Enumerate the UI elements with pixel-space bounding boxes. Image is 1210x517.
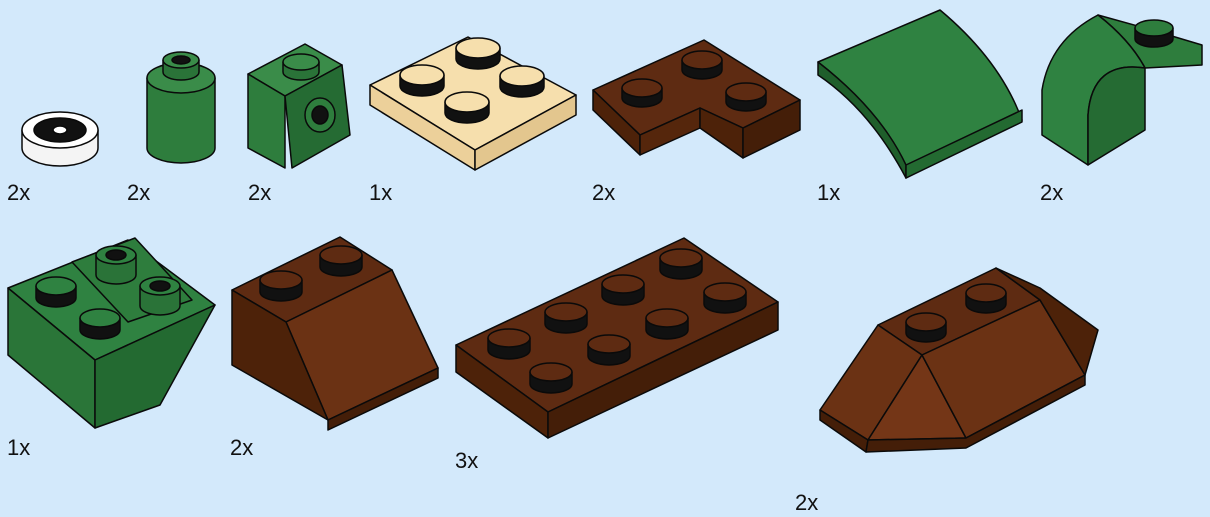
quantity-label: 2x — [592, 182, 615, 204]
round-tile-icon — [22, 112, 98, 166]
quantity-label: 2x — [795, 492, 818, 514]
curved-slope-icon — [818, 10, 1022, 178]
quantity-label: 1x — [7, 437, 30, 459]
quantity-label: 3x — [455, 450, 478, 472]
tan-plate-icon — [370, 37, 576, 170]
quantity-label: 2x — [127, 182, 150, 204]
quantity-label: 1x — [817, 182, 840, 204]
quantity-label: 2x — [7, 182, 30, 204]
side-stud-brick-icon — [248, 44, 350, 168]
round-brick-icon — [147, 52, 215, 163]
brown-plate-icon — [456, 238, 778, 438]
brown-slope-icon — [232, 237, 438, 430]
corner-plate-icon — [593, 40, 800, 158]
quantity-label: 2x — [1040, 182, 1063, 204]
quantity-label: 2x — [248, 182, 271, 204]
inverted-slope-icon — [8, 238, 215, 428]
quantity-label: 2x — [230, 437, 253, 459]
quantity-label: 1x — [369, 182, 392, 204]
wedge-nose-icon — [820, 268, 1098, 452]
curved-brick-icon — [1042, 15, 1202, 165]
